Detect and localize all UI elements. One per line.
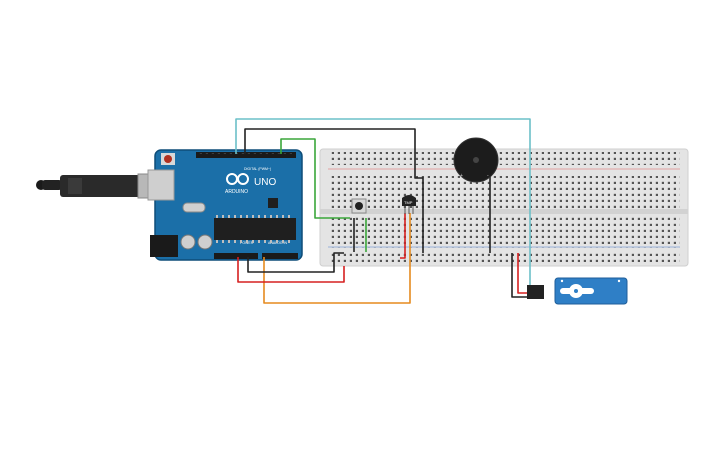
- buzzer-icon[interactable]: + -: [453, 137, 499, 183]
- wire-teal[interactable]: [235, 118, 531, 286]
- temperature-sensor-icon[interactable]: TMP: [402, 195, 416, 214]
- pushbutton-icon[interactable]: [351, 198, 367, 214]
- wire-orange-sensor[interactable]: [263, 213, 411, 304]
- arduino-uno-icon[interactable]: ARDUINO UNO DIGITAL (PWM~) POWER ANALOG …: [147, 149, 303, 261]
- svg-text:+: +: [460, 173, 463, 179]
- wire-red-servo[interactable]: [517, 253, 527, 294]
- svg-text:-: -: [487, 173, 489, 179]
- arduino-brand: ARDUINO: [225, 189, 248, 195]
- digital-header-label: DIGITAL (PWM~): [244, 167, 271, 171]
- temperature-sensor-label: TMP: [404, 200, 413, 205]
- breadboard-icon[interactable]: [319, 148, 689, 267]
- arduino-logo-icon: [226, 173, 249, 185]
- servo-icon[interactable]: [527, 277, 628, 305]
- wire-black-top[interactable]: [244, 128, 424, 253]
- arduino-model: UNO: [254, 177, 276, 188]
- wire-green-top[interactable]: [280, 138, 350, 219]
- wire-red-bottom[interactable]: [237, 257, 345, 283]
- wire-red-sensor[interactable]: [400, 213, 406, 259]
- usb-cable-icon[interactable]: [36, 173, 161, 199]
- wire-black-servo[interactable]: [511, 253, 527, 298]
- wire-black-bottom[interactable]: [247, 252, 344, 273]
